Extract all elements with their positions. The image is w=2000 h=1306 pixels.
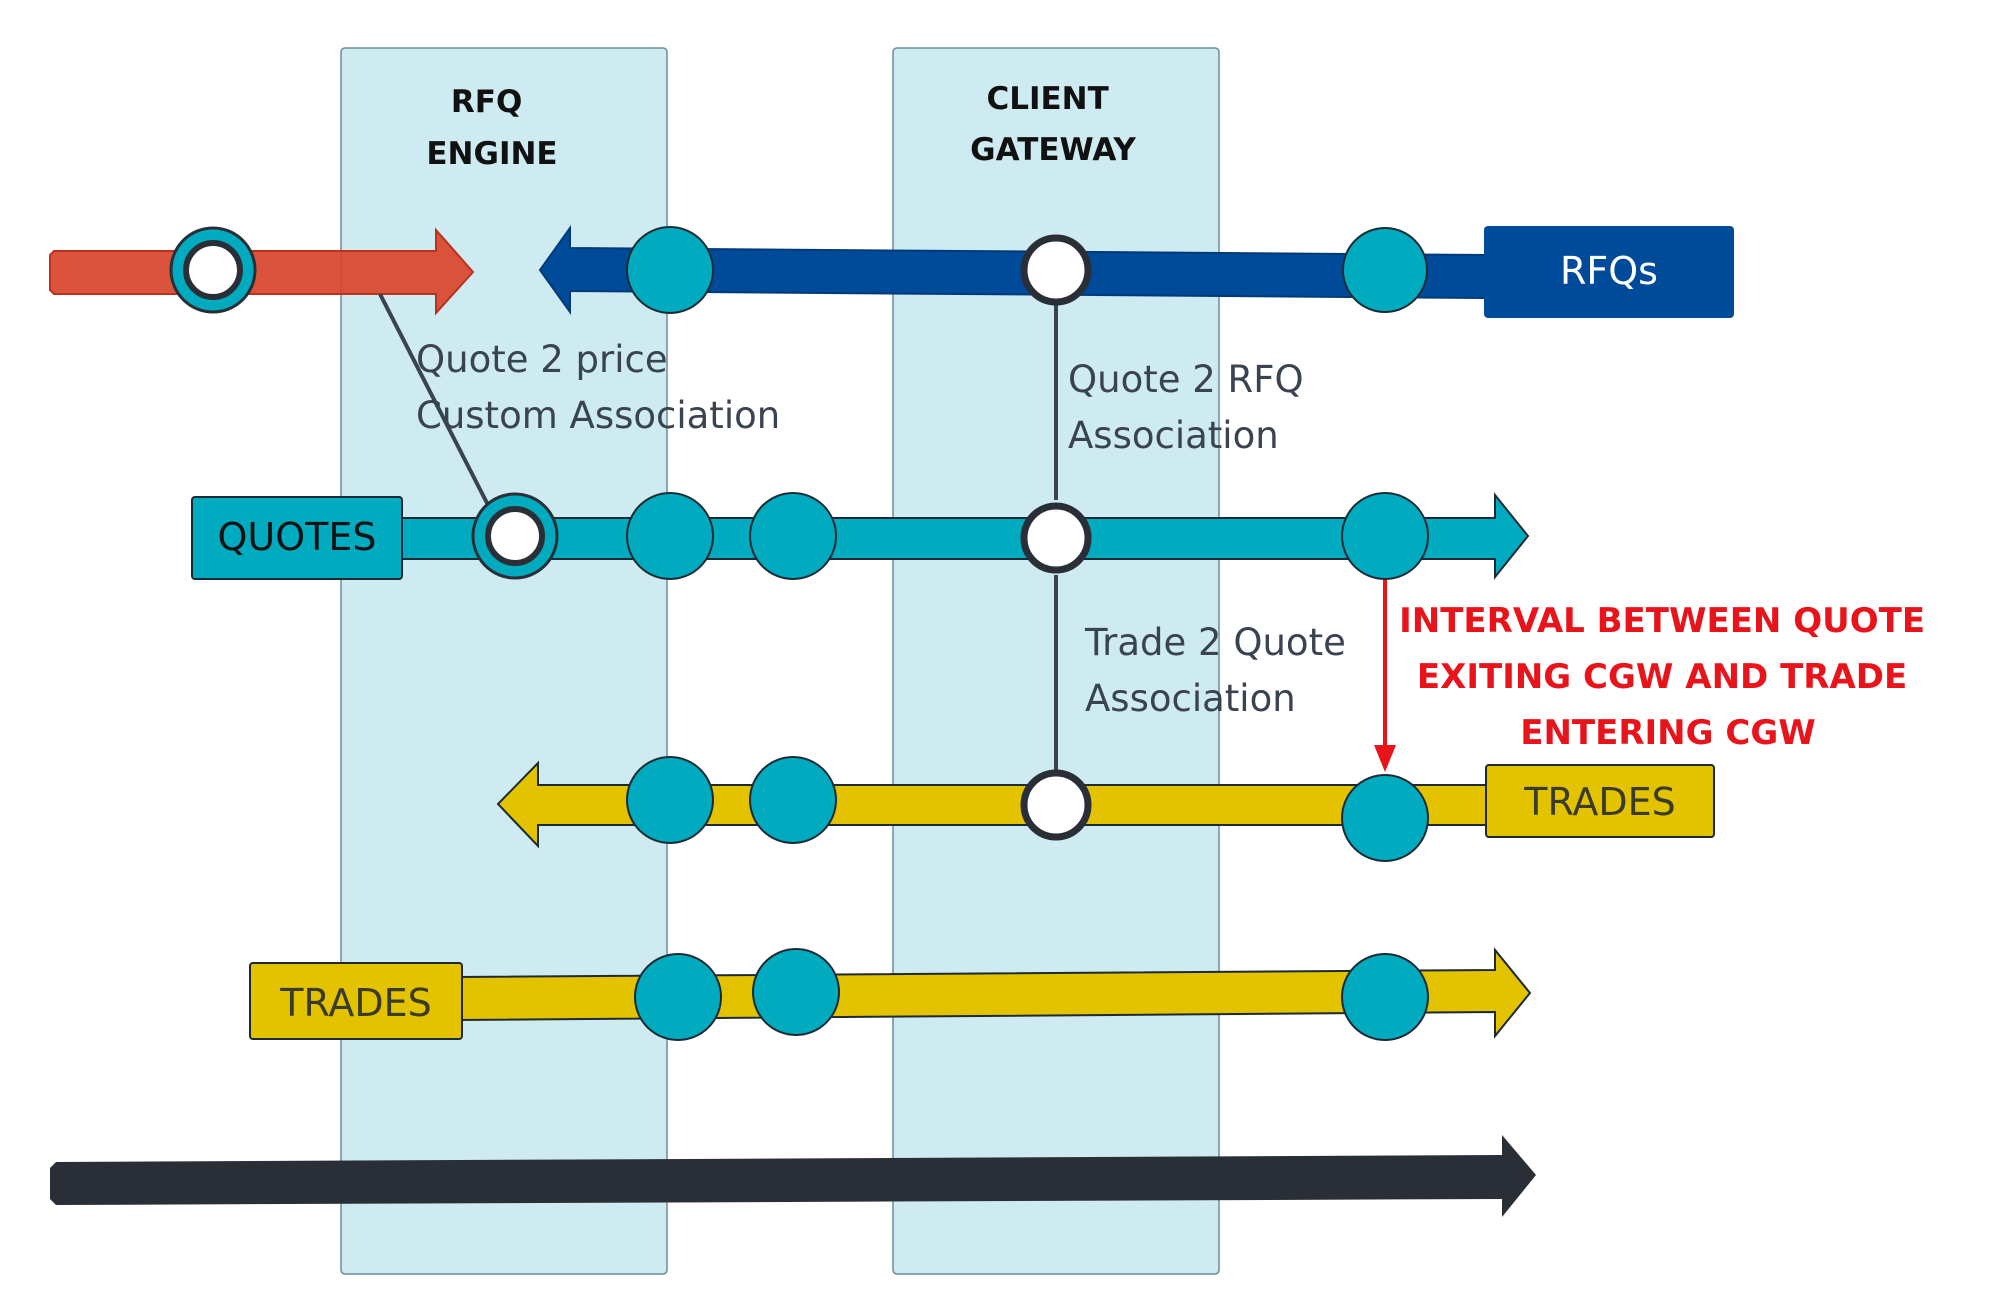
trade-in-node-engine-in [749,756,837,844]
quote-price-association-label: Quote 2 price Custom Association [416,338,780,437]
interval-arrowhead [1374,745,1396,772]
trade-out-node-exit [1341,953,1429,1041]
quote-node-engine-out [749,492,837,580]
rfqs-label: RFQs [1560,249,1658,293]
trade-gateway-association-node [1020,769,1092,841]
trades-out-label-box [249,962,463,1040]
trade-in-node-entry [1341,774,1429,862]
trade-out-node-engine [634,953,722,1041]
rfq-engine-column [340,47,668,1275]
price-stream-arrow [49,227,475,316]
trade-in-node-engine [626,756,714,844]
trades-in-stream-arrow [496,760,1489,849]
price-association-node [183,240,243,300]
rfq-stream-arrow [538,224,1486,316]
rfqs-label-box [1484,226,1734,318]
rfq-engine-title: RFQ ENGINE [426,84,557,172]
trades-out-stream-arrow [457,947,1532,1039]
trades-out-label: TRADES [279,981,431,1025]
quote-price-connector [378,293,490,506]
trades-in-label-box [1485,764,1715,838]
timeline-arrow [50,1135,1536,1217]
event-nodes [626,226,1429,1041]
association-nodes [169,226,1092,841]
rfq-node-source [1342,227,1428,313]
trade-quote-association-label: Trade 2 Quote Association [1084,621,1358,720]
quotes-label-box [191,496,403,580]
quotes-label: QUOTES [218,515,377,559]
trades-in-label: TRADES [1523,780,1675,824]
client-gateway-title: CLIENT GATEWAY [970,81,1136,168]
quote-node-engine [626,492,714,580]
rfq-node-engine [626,226,714,314]
rfq-gateway-association-node [1020,234,1092,306]
trade-out-node-engine-out [752,948,840,1036]
quote-rfq-association-label: Quote 2 RFQ Association [1068,358,1315,457]
quote-price-association-node [485,506,545,566]
quote-gateway-association-node [1020,502,1092,574]
interval-annotation: INTERVAL BETWEEN QUOTE EXITING CGW AND T… [1399,601,1937,753]
quote-node-exit [1341,492,1429,580]
